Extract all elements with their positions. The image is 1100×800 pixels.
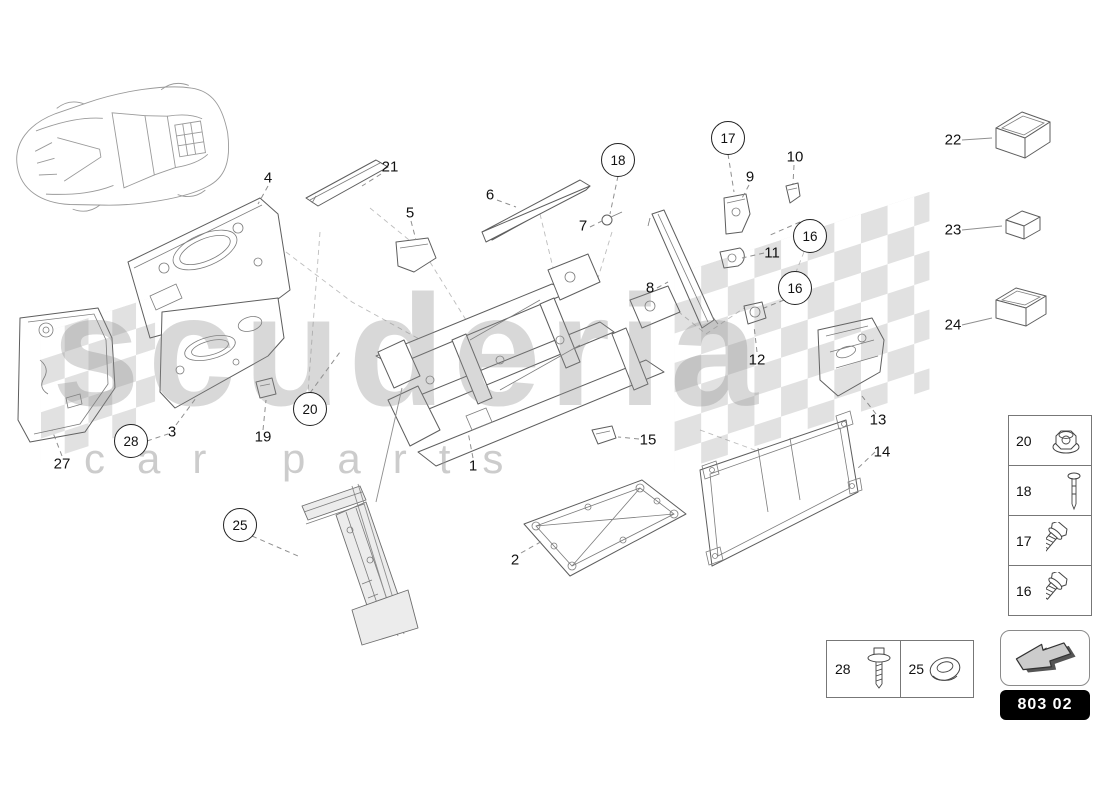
blind-rivet-icon bbox=[1067, 472, 1081, 510]
callout-5: 5 bbox=[405, 204, 415, 222]
hex-flange-bolt-icon bbox=[1046, 571, 1068, 600]
fastener-legend-right: 20 18 17 bbox=[1008, 415, 1092, 616]
part-9-bracket bbox=[723, 193, 751, 235]
callout-9: 9 bbox=[745, 168, 755, 186]
car-top-view-icon bbox=[16, 82, 230, 212]
part-11-bracket bbox=[719, 247, 745, 269]
part-3-inner-panel bbox=[159, 297, 285, 409]
callout-4: 4 bbox=[263, 169, 273, 187]
legend-label-18: 18 bbox=[1016, 482, 1032, 499]
callout-22: 22 bbox=[944, 131, 962, 149]
callout-8: 8 bbox=[645, 279, 655, 297]
callout-11: 11 bbox=[764, 244, 780, 262]
leader-lines bbox=[51, 137, 1003, 557]
inset-detail-view bbox=[301, 387, 419, 646]
legend-label-17: 17 bbox=[1016, 532, 1032, 549]
callout-16-circle-b: 16 bbox=[778, 271, 812, 305]
direction-arrow-box bbox=[1000, 630, 1090, 686]
callout-25-circle: 25 bbox=[223, 508, 257, 542]
callout-28-circle: 28 bbox=[114, 424, 148, 458]
legend-label-28: 28 bbox=[835, 661, 851, 677]
part-15-bracket bbox=[591, 425, 617, 445]
fastener-legend-bottom: 28 25 bbox=[826, 640, 974, 698]
direction-arrow-icon bbox=[1015, 642, 1076, 673]
callout-12: 12 bbox=[748, 351, 766, 369]
legend-label-16: 16 bbox=[1016, 582, 1032, 599]
part-23-cap bbox=[1005, 210, 1041, 240]
callout-16-circle-a: 16 bbox=[793, 219, 827, 253]
legend-label-20: 20 bbox=[1016, 432, 1032, 449]
part-14-rear-panel bbox=[699, 410, 863, 567]
callout-1: 1 bbox=[468, 457, 478, 475]
callout-27: 27 bbox=[53, 455, 71, 473]
callout-19: 19 bbox=[254, 428, 272, 446]
part-21-strip bbox=[305, 159, 389, 207]
part-10-bracket bbox=[785, 182, 801, 204]
page-code-badge: 803 02 bbox=[1000, 690, 1090, 720]
callout-13: 13 bbox=[869, 411, 887, 429]
callout-2: 2 bbox=[510, 551, 520, 569]
part-5-bracket bbox=[395, 237, 437, 273]
callout-7: 7 bbox=[578, 217, 588, 235]
callout-14: 14 bbox=[873, 443, 891, 461]
part-6-strip bbox=[481, 179, 591, 243]
callout-23: 23 bbox=[944, 221, 962, 239]
part-24-cap bbox=[995, 287, 1047, 327]
part-2-floor-tray bbox=[523, 479, 687, 577]
legend-label-25: 25 bbox=[908, 661, 925, 677]
part-1-front-frame bbox=[375, 253, 681, 467]
flange-nut-icon bbox=[1052, 430, 1080, 453]
callout-15: 15 bbox=[639, 431, 657, 449]
callout-18-circle: 18 bbox=[601, 143, 635, 177]
part-8-diagonal-brace bbox=[647, 209, 719, 329]
page-code-panel: 803 02 bbox=[1000, 630, 1090, 720]
part-7-clip bbox=[601, 211, 623, 226]
legend-cell-28: 28 bbox=[827, 641, 900, 697]
hex-flange-screw-icon bbox=[867, 647, 890, 689]
grommet-nut-icon bbox=[929, 657, 961, 681]
callout-6: 6 bbox=[485, 186, 495, 204]
callout-10: 10 bbox=[786, 148, 804, 166]
part-13-side-member bbox=[817, 317, 885, 397]
callout-17-circle: 17 bbox=[711, 121, 745, 155]
callout-20-circle: 20 bbox=[293, 392, 327, 426]
callout-3: 3 bbox=[167, 423, 177, 441]
legend-row-18: 18 bbox=[1009, 465, 1091, 515]
hex-flange-bolt-icon bbox=[1046, 521, 1068, 552]
part-12-mount bbox=[743, 301, 767, 325]
part-27-wheel-housing bbox=[17, 307, 116, 443]
callout-21: 21 bbox=[381, 158, 399, 176]
legend-row-17: 17 bbox=[1009, 515, 1091, 565]
legend-cell-25: 25 bbox=[899, 641, 974, 697]
callout-24: 24 bbox=[944, 316, 962, 334]
part-22-cap bbox=[995, 111, 1051, 159]
legend-row-20: 20 bbox=[1009, 416, 1091, 465]
legend-row-16: 16 bbox=[1009, 565, 1091, 615]
part-19-bracket bbox=[255, 377, 277, 399]
